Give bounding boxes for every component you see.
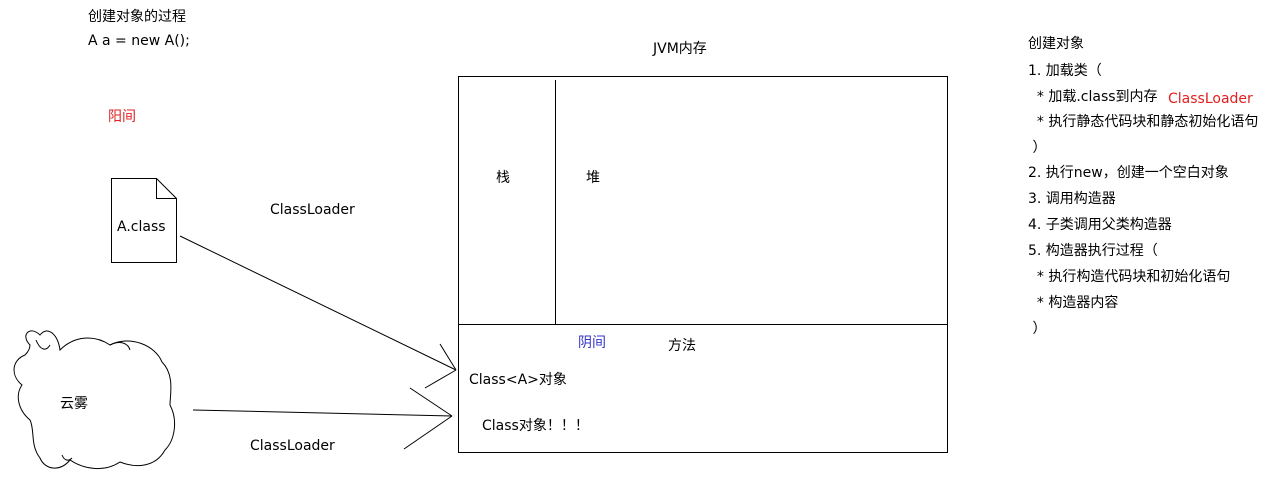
class-object-note: Class对象！！！ [482, 418, 589, 434]
cloud-label: 云雾 [60, 396, 88, 412]
step-item: 4. 子类调用父类构造器 [1028, 217, 1172, 233]
heap-label: 堆 [586, 170, 600, 186]
method-area-label: 方法 [668, 338, 696, 354]
stack-label: 栈 [496, 170, 510, 186]
file-label: A.class [117, 219, 166, 235]
step-item: * 构造器内容 [1028, 295, 1119, 311]
step-item: 1. 加载类（ [1028, 63, 1102, 79]
file-icon [111, 178, 177, 263]
yin-label: 阴间 [578, 335, 606, 351]
steps-title: 创建对象 [1028, 36, 1084, 52]
step-item: * 执行构造代码块和初始化语句 [1028, 269, 1231, 285]
arrowhead-top [424, 343, 457, 389]
yang-label: 阳间 [108, 109, 136, 125]
class-object-label: Class<A>对象 [469, 372, 567, 388]
cloud-shape [13, 330, 176, 469]
step-item: ） [1028, 140, 1047, 156]
jvm-title: JVM内存 [653, 41, 707, 57]
arrow-classloader-bottom [192, 409, 453, 417]
arrow-classloader-top [179, 235, 457, 371]
jvm-memory-box [458, 76, 948, 453]
step-item: * 执行静态代码块和静态初始化语句 [1028, 114, 1259, 130]
step-item-text: * 加载.class到内存 [1028, 89, 1158, 105]
classloader-label-top: ClassLoader [270, 202, 355, 218]
step-item: 2. 执行new，创建一个空白对象 [1028, 165, 1229, 181]
classloader-note: ClassLoader [1168, 91, 1253, 107]
classloader-label-bottom: ClassLoader [250, 438, 335, 454]
step-item: ） [1028, 321, 1047, 337]
cloud-detail [35, 339, 131, 461]
arrowhead-bottom [403, 387, 453, 450]
step-item: 5. 构造器执行过程（ [1028, 243, 1158, 259]
file-icon-fold [156, 178, 177, 199]
step-item: 3. 调用构造器 [1028, 191, 1116, 207]
step-item: * 加载.class到内存 [1028, 88, 1158, 106]
page-title: 创建对象的过程 [88, 9, 186, 25]
code-line: A a = new A(); [88, 33, 190, 49]
